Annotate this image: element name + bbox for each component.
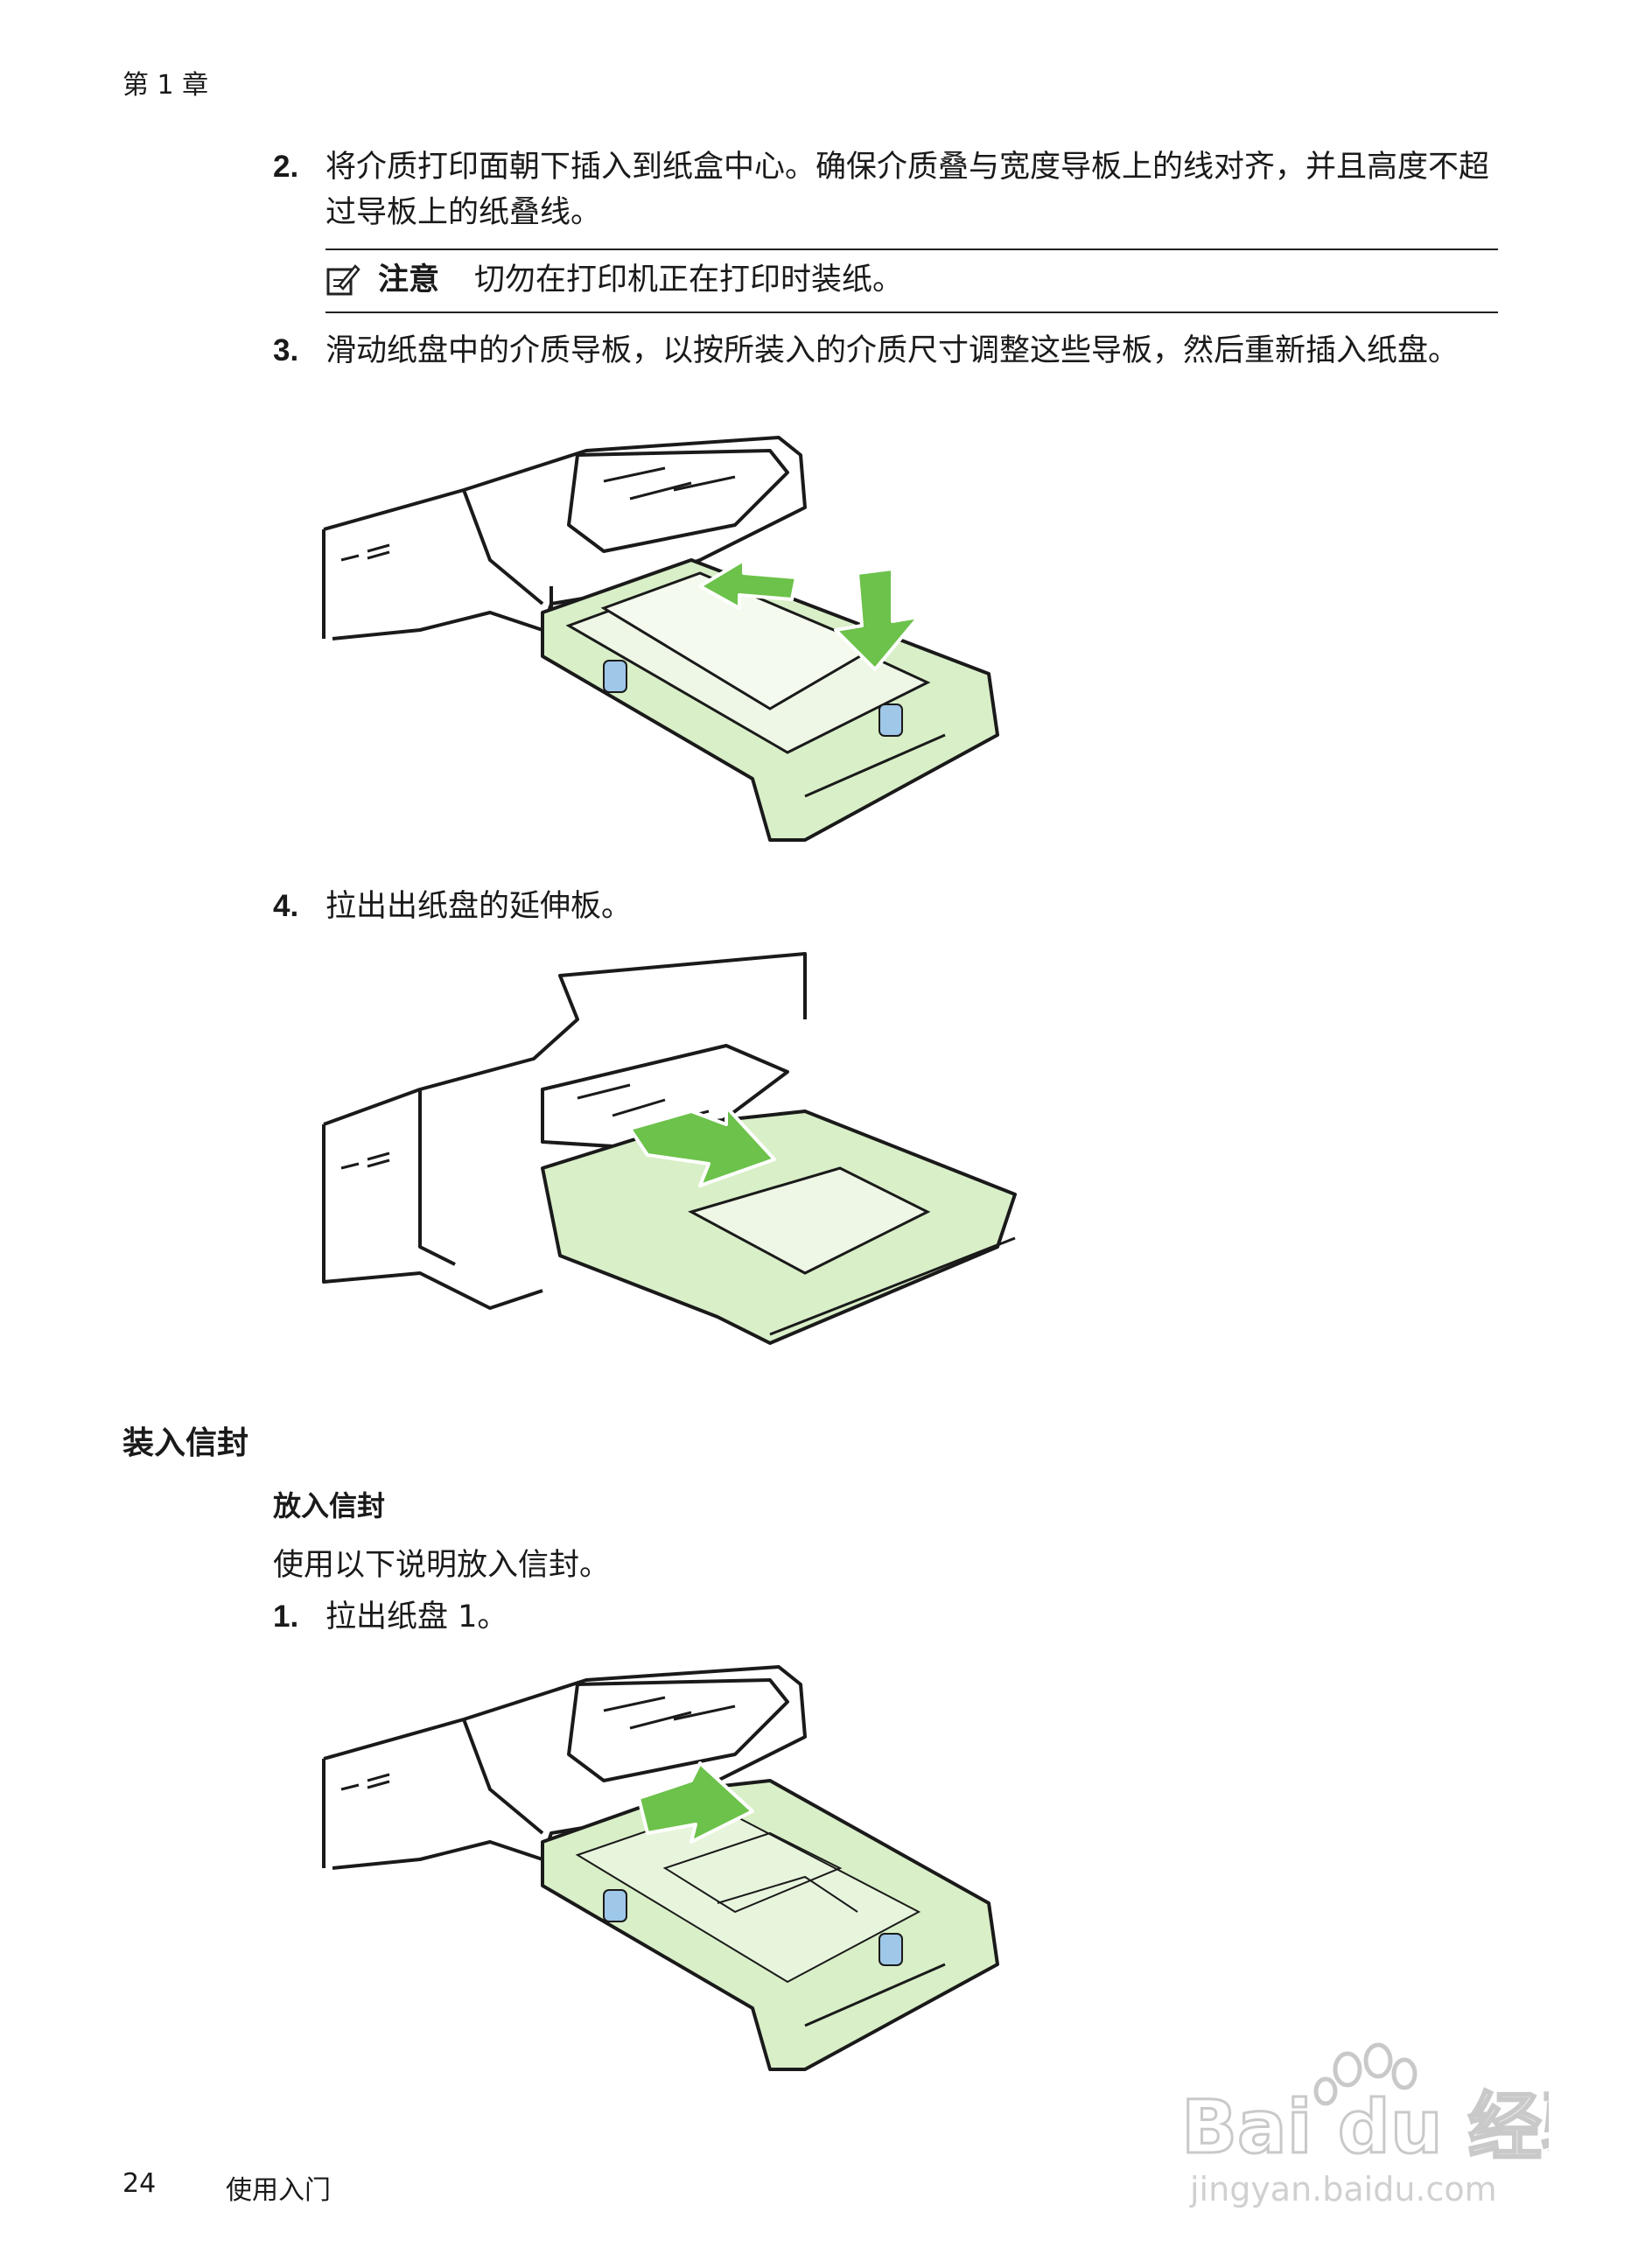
step-text: 拉出纸盘 1。	[326, 1600, 508, 1634]
step-2: 2. 将介质打印面朝下插入到纸盒中心。确保介质叠与宽度导板上的线对齐，并且高度不…	[273, 144, 1498, 241]
note-top-rule	[326, 248, 1498, 250]
note-text: 切勿在打印机正在打印时装纸。	[474, 262, 904, 298]
intro-paragraph: 使用以下说明放入信封。	[273, 1548, 611, 1583]
chapter-header: 第 1 章	[122, 70, 209, 101]
printer-vents	[340, 1152, 390, 1170]
step-number: 3.	[273, 333, 299, 368]
printer-vents	[340, 543, 390, 562]
step-text: 将介质打印面朝下插入到纸盒中心。确保介质叠与宽度导板上的线对齐，并且高度不超过导…	[326, 150, 1490, 230]
empty-tray	[541, 1779, 999, 2071]
note-box: 注意 切勿在打印机正在打印时装纸。	[326, 254, 1498, 306]
step-4: 4. 拉出出纸盘的延伸板。	[273, 884, 1498, 936]
watermark-url: jingyan.baidu.com	[1189, 2170, 1497, 2208]
baidu-watermark-logo: Bai du 经验 jingyan.baidu.com	[1180, 2042, 1549, 2208]
step-number: 2.	[273, 150, 299, 184]
figure-pull-tray-1	[322, 1665, 999, 2071]
step-3: 3. 滑动纸盘中的介质导板，以按所装入的介质尺寸调整这些导板，然后重新插入纸盘。	[273, 328, 1498, 424]
paper-tray	[541, 558, 999, 842]
figure-load-paper-tray	[322, 436, 999, 842]
printer-vents	[340, 1773, 390, 1791]
note-label: 注意	[378, 262, 440, 298]
watermark-brand: Bai du 经验	[1181, 2084, 1549, 2170]
step-text: 拉出出纸盘的延伸板。	[326, 889, 633, 924]
pull-arrow	[628, 1105, 776, 1187]
procedure-title: 放入信封	[273, 1489, 386, 1522]
step-number: 4.	[273, 889, 299, 923]
footer-chapter-title: 使用入门	[226, 2175, 331, 2206]
pull-arrow	[637, 1761, 754, 1844]
page-number: 24	[122, 2168, 157, 2199]
note-bottom-rule	[326, 312, 1498, 313]
step-text: 滑动纸盘中的介质导板，以按所装入的介质尺寸调整这些导板，然后重新插入纸盘。	[326, 333, 1460, 368]
step-number: 1.	[273, 1600, 299, 1634]
section-title: 装入信封	[122, 1425, 249, 1461]
figure-output-tray-extension	[322, 952, 1017, 1345]
insert-arrows	[698, 558, 920, 671]
step-1-envelope: 1. 拉出纸盘 1。	[273, 1594, 1498, 1647]
note-pencil-icon	[326, 264, 360, 296]
extension-tray	[541, 1110, 1017, 1345]
